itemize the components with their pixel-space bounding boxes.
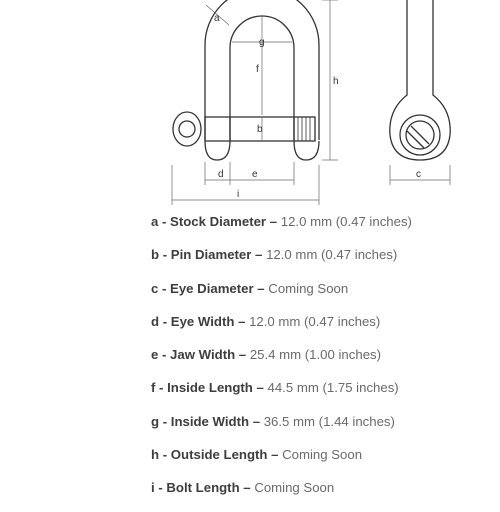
spec-value: 25.4 mm (1.00 inches) xyxy=(249,347,382,363)
spec-key: a - Stock Diameter – xyxy=(151,214,278,229)
label-b: b xyxy=(257,124,263,135)
pin-body xyxy=(204,116,316,142)
side-view-eye-outer xyxy=(399,114,441,156)
pin-eye-outer xyxy=(172,111,202,147)
spec-key: h - Outside Length – xyxy=(151,447,279,463)
spec-pin-diameter: b - Pin Diameter – 12.0 mm (0.47 inches) xyxy=(151,245,412,278)
spec-value: Coming Soon xyxy=(268,280,349,296)
spec-key: c - Eye Diameter – xyxy=(151,280,265,296)
label-d: d xyxy=(218,169,224,180)
spec-key: i - Bolt Length – xyxy=(151,480,251,496)
spec-list: a - Stock Diameter – 12.0 mm (0.47 inche… xyxy=(151,212,412,512)
label-f: f xyxy=(256,64,259,75)
pin-eye-hole xyxy=(178,120,196,138)
spec-eye-diameter: c - Eye Diameter – Coming Soon xyxy=(151,279,412,312)
spec-value: 44.5 mm (1.75 inches) xyxy=(267,380,399,396)
shackle-bow-outer xyxy=(204,0,320,140)
spec-inside-length: f - Inside Length – 44.5 mm (1.75 inches… xyxy=(151,378,412,411)
label-i: i xyxy=(237,189,239,200)
spec-value: 36.5 mm (1.44 inches) xyxy=(263,413,395,429)
shackle-drawing: a g f h b d e c i xyxy=(171,0,451,205)
spec-key: f - Inside Length – xyxy=(151,380,264,396)
spec-value: Coming Soon xyxy=(254,480,335,496)
spec-eye-width: d - Eye Width – 12.0 mm (0.47 inches) xyxy=(151,312,412,345)
spec-value: 12.0 mm (0.47 inches) xyxy=(249,313,381,329)
spec-value: 12.0 mm (0.47 inches) xyxy=(266,247,398,263)
spec-key: d - Eye Width – xyxy=(151,313,246,329)
label-g: g xyxy=(259,37,265,48)
spec-stock-diameter: a - Stock Diameter – 12.0 mm (0.47 inche… xyxy=(151,212,412,245)
spec-jaw-width: e - Jaw Width – 25.4 mm (1.00 inches) xyxy=(151,345,412,378)
spec-key: e - Jaw Width – xyxy=(151,347,247,363)
spec-value: Coming Soon xyxy=(282,447,363,463)
label-e: e xyxy=(252,169,258,180)
label-a: a xyxy=(214,13,220,24)
spec-key: g - Inside Width – xyxy=(151,413,261,429)
label-h: h xyxy=(333,76,339,87)
spec-bolt-length: i - Bolt Length – Coming Soon xyxy=(151,478,412,511)
spec-key: b - Pin Diameter – xyxy=(151,247,263,263)
spec-outside-length: h - Outside Length – Coming Soon xyxy=(151,445,412,478)
label-c: c xyxy=(416,169,421,180)
spec-inside-width: g - Inside Width – 36.5 mm (1.44 inches) xyxy=(151,412,412,445)
shackle-diagram: a g f h b d e c i xyxy=(0,0,500,210)
side-view-body xyxy=(389,0,451,161)
spec-value: 12.0 mm (0.47 inches) xyxy=(280,214,412,229)
